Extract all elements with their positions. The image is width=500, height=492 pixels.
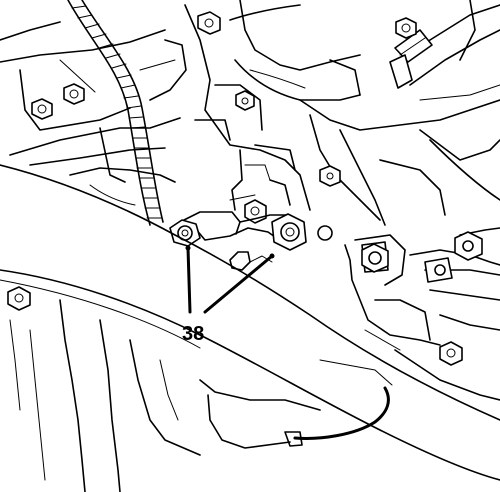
- bolt-top-2: [395, 17, 417, 39]
- bolt-left-1: [31, 98, 53, 120]
- wiring-harness-icon: [67, 0, 164, 226]
- bolt-left-2: [63, 83, 85, 105]
- bolt-top-1: [197, 11, 221, 35]
- callout-label: 38: [182, 323, 204, 345]
- sensor-bracket: [179, 211, 291, 271]
- coolant-pipe: [389, 4, 500, 89]
- bracket-bolt-right: [271, 213, 333, 251]
- engine-mount-right: [344, 227, 500, 401]
- engine-housing-center: [184, 0, 361, 211]
- engine-block-upper: [0, 21, 187, 206]
- bracket-bolt-left: [169, 219, 201, 247]
- oil-pan-lower: [9, 299, 321, 492]
- bolt-center-2: [319, 165, 341, 187]
- bolt-far-right: [454, 231, 483, 261]
- hex-bolt-icon: [7, 11, 483, 366]
- bolt-right-stud: [361, 243, 389, 273]
- bolt-center-1: [235, 90, 255, 111]
- bolt-bottom-left: [7, 286, 31, 311]
- callout-38: 38: [182, 245, 275, 345]
- bolt-bottom-right: [439, 341, 463, 366]
- heat-shield: [207, 359, 393, 449]
